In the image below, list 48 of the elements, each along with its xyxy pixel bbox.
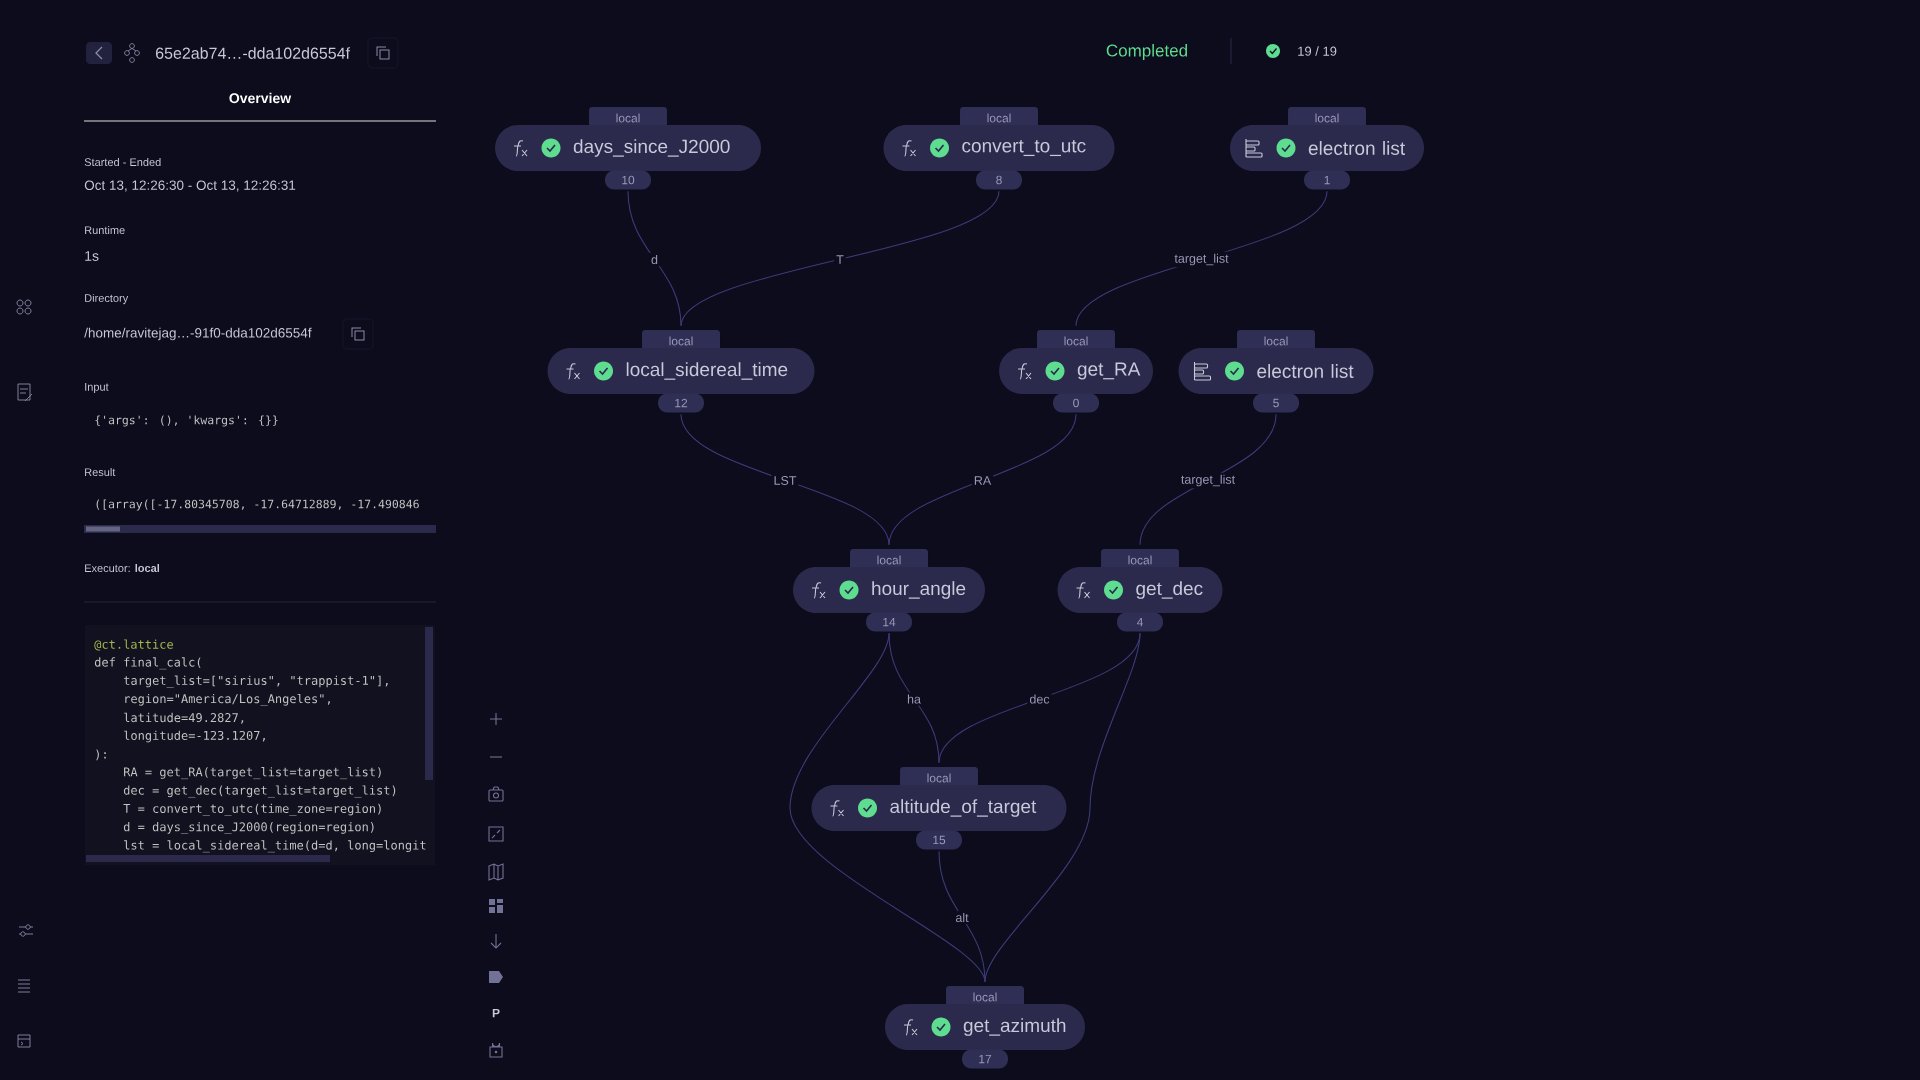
edge-label: target_list bbox=[1174, 253, 1229, 266]
code-line: ): bbox=[96, 749, 106, 761]
connector-line bbox=[888, 413, 1077, 546]
code-line: latitude=49.2827, bbox=[124, 712, 244, 724]
field-label: Result bbox=[85, 467, 116, 477]
value-text: 1s bbox=[85, 251, 99, 261]
value-text: Oct 13, 12:26:30 - Oct 13, 12:26:31 bbox=[84, 180, 296, 192]
edge-label: d bbox=[651, 254, 658, 265]
run-id-heading: 65e2ab74…-dda102d6554f bbox=[156, 47, 350, 59]
edge-label: target_list bbox=[1181, 474, 1235, 487]
code-line: lst = local_sidereal_time(d=d, long=longit bbox=[124, 840, 426, 853]
field-label: Started - Ended bbox=[84, 157, 161, 167]
connector-line bbox=[888, 632, 940, 764]
edge-label: RA bbox=[974, 476, 992, 485]
code-text: {'args': (), 'kwargs': {}} bbox=[95, 415, 278, 427]
toolbar-letter: P bbox=[492, 1008, 500, 1018]
field-label: Executor: local bbox=[85, 563, 160, 573]
task-pill: altitude_of_target bbox=[811, 785, 1067, 831]
field-label: Directory bbox=[85, 293, 129, 305]
connector-line bbox=[680, 413, 890, 546]
field-label: Input bbox=[85, 383, 109, 393]
task-pill: get_azimuth bbox=[885, 1004, 1085, 1050]
task-pill: local_sidereal_time bbox=[547, 348, 815, 394]
edge-label: T bbox=[836, 255, 844, 264]
edge-label: alt bbox=[955, 912, 969, 923]
field-label: Runtime bbox=[85, 225, 125, 235]
value-text: /home/ravitejag…-91f0-dda102d6554f bbox=[84, 327, 312, 341]
task-count: 19 / 19 bbox=[1298, 46, 1337, 56]
code-text: ([array([-17.80345708, -17.64712889, -17.490846 bbox=[96, 499, 419, 511]
edge-label: ha bbox=[907, 694, 921, 704]
connector-line bbox=[680, 190, 1000, 327]
code-line: d = days_since_J2000(region=region) bbox=[123, 822, 374, 834]
code-line: def final_calc( bbox=[94, 657, 201, 670]
code-line: region="America/Los_Angeles", bbox=[125, 693, 330, 706]
connector-line bbox=[938, 850, 986, 983]
code-line: T = convert_to_utc(time_zone=region) bbox=[123, 803, 381, 816]
code-line: dec = get_dec(target_list=target_list) bbox=[123, 785, 396, 798]
task-pill: days_since_J2000 bbox=[495, 125, 761, 171]
code-line: @ct.lattice bbox=[94, 639, 173, 651]
edge-label: LST bbox=[774, 476, 797, 485]
code-line: target_list=["sirius", "trappist-1"], bbox=[123, 675, 388, 688]
edge-label: dec bbox=[1029, 694, 1050, 704]
status-text: Completed bbox=[1106, 44, 1187, 60]
code-line: longitude=-123.1207, bbox=[124, 730, 265, 743]
code-line: RA = get_RA(target_list=target_list) bbox=[124, 767, 381, 780]
task-pill: convert_to_utc bbox=[883, 125, 1115, 171]
task-pill: hour_angle bbox=[793, 567, 985, 613]
tab-label: Overview bbox=[229, 92, 292, 104]
